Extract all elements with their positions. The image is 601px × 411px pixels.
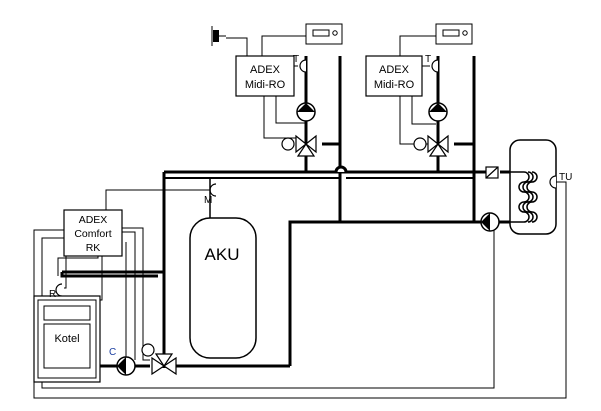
room-thermostat-2-knob <box>462 30 468 36</box>
outdoor-sensor-body <box>213 30 219 42</box>
controller-zone-1-box[interactable] <box>235 55 295 97</box>
boiler-door <box>43 323 91 369</box>
pipe-crossover <box>334 165 348 173</box>
check-valve-icon <box>485 166 499 179</box>
controller-zone-2[interactable]: ADEX Midi-RO <box>365 55 423 97</box>
label-zone-1-T: T <box>293 54 299 65</box>
valve-2-left <box>427 134 439 154</box>
pipe-return-header <box>288 220 482 366</box>
controller-boiler-box[interactable] <box>63 209 123 257</box>
boiler-label: Kotel <box>54 333 79 345</box>
check-valve-diagonal <box>485 166 499 179</box>
wire-thermostat-2 <box>399 35 447 58</box>
valve-3-left <box>151 356 166 376</box>
pump-zone-1-icon[interactable] <box>296 102 316 122</box>
boiler-control-panel <box>43 305 91 321</box>
room-thermostat-1-display <box>312 29 330 37</box>
valve-3-top <box>154 353 174 368</box>
room-thermostat-1[interactable] <box>305 23 343 45</box>
hot-water-coil-3 <box>526 171 538 223</box>
label-zone-2-T: T <box>425 54 431 65</box>
room-thermostat-2-display <box>442 29 460 37</box>
controller-zone-1-line2: Midi-RO <box>245 79 286 91</box>
pump-hot-water-arrow <box>481 213 490 231</box>
valve-1-right <box>305 134 317 154</box>
wire-r-sensor <box>64 242 67 289</box>
wire-mix-valve <box>120 227 150 361</box>
pump-hot-water-icon[interactable] <box>480 212 500 232</box>
wire-valve-2 <box>399 95 428 145</box>
tank-label: AKU <box>205 245 240 264</box>
valve-1-left <box>295 134 307 154</box>
wire-hot-water <box>33 181 567 399</box>
valve-2-bottom <box>428 142 448 157</box>
controller-zone-1-line1: ADEX <box>250 64 281 76</box>
mixing-valve-zone-2-icon[interactable] <box>413 134 449 157</box>
controller-boiler[interactable]: ADEX Comfort RK <box>63 209 123 257</box>
room-thermostat-2[interactable] <box>435 23 473 45</box>
pump-zone-2-arrow <box>429 103 447 112</box>
temp-sensor-hot-water <box>549 175 557 189</box>
wire-tank-sensor <box>105 189 216 212</box>
outdoor-sensor-icon <box>211 26 226 46</box>
pump-boiler-icon[interactable] <box>116 356 136 376</box>
hot-water-tank-body[interactable] <box>509 139 557 235</box>
temp-sensor-boiler <box>55 283 63 297</box>
temp-sensor-zone-1 <box>299 59 307 73</box>
controller-zone-2-box[interactable] <box>365 55 423 97</box>
hot-water-tank[interactable] <box>509 139 557 235</box>
valve-1-bottom <box>296 142 316 157</box>
wire-thermostat-1 <box>261 35 318 58</box>
wire-room-sensor-1 <box>226 37 248 60</box>
valve-3-actuator[interactable] <box>141 343 155 357</box>
controller-zone-2-line2: Midi-RO <box>374 79 415 91</box>
controller-boiler-line2: Comfort <box>74 228 111 240</box>
valve-3-right <box>162 356 177 376</box>
hot-water-coil-2 <box>522 171 534 223</box>
pump-zone-1-arrow <box>297 103 315 112</box>
label-boiler-R: R <box>49 289 56 300</box>
controller-boiler-line1: ADEX <box>79 214 108 226</box>
wire-pump-2 <box>411 95 436 125</box>
pipes <box>60 56 510 368</box>
wire-pump-1 <box>275 95 306 124</box>
wire-hw-pump <box>41 226 495 389</box>
valve-2-actuator[interactable] <box>413 137 427 151</box>
wire-valve-1 <box>263 95 296 139</box>
controller-zone-2-line1: ADEX <box>379 64 410 76</box>
label-return-C: C <box>109 347 116 358</box>
accumulation-tank[interactable]: AKU <box>189 217 257 359</box>
label-tank-M: M <box>204 195 212 206</box>
tank-body[interactable] <box>189 217 257 359</box>
valve-1-actuator[interactable] <box>281 137 295 151</box>
temp-sensor-zone-2 <box>431 59 439 73</box>
pump-boiler-arrow <box>117 357 126 375</box>
hot-water-coil-1 <box>510 171 530 223</box>
controller-zone-1[interactable]: ADEX Midi-RO <box>235 55 295 97</box>
mixing-valve-boiler-icon[interactable] <box>141 343 177 376</box>
label-hot-water-TU: TU <box>559 172 572 183</box>
controller-boiler-line3: RK <box>86 242 101 254</box>
pump-zone-2-icon[interactable] <box>428 102 448 122</box>
valve-2-right <box>437 134 449 154</box>
boiler[interactable]: Kotel <box>33 295 101 383</box>
room-thermostat-1-knob <box>332 30 338 36</box>
mixing-valve-zone-1-icon[interactable] <box>281 134 317 157</box>
